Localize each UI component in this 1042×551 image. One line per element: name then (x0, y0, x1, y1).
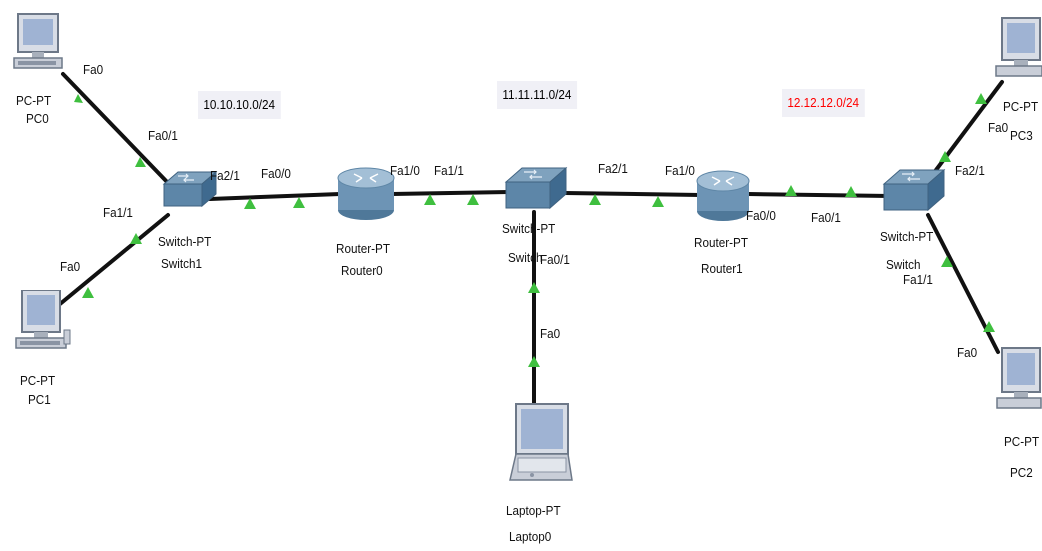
link-up-indicator (941, 256, 953, 267)
port-label: Fa0/1 (540, 252, 570, 267)
pc2-type-label: PC-PT (1004, 434, 1040, 449)
switch-mid-type-label: Switch-PT (502, 221, 556, 236)
laptop0-device[interactable] (506, 402, 576, 499)
pc1-type-label: PC-PT (20, 373, 56, 388)
link-up-indicator (845, 186, 857, 197)
port-label: Fa1/1 (903, 272, 933, 287)
pc2-device[interactable] (996, 346, 1042, 427)
switch-icon (882, 168, 946, 212)
laptop0-type-label: Laptop-PT (506, 503, 561, 518)
link-up-indicator (424, 194, 436, 205)
port-label: Fa0 (988, 120, 1009, 135)
link-indicators (74, 93, 995, 367)
port-label: Fa2/1 (955, 163, 985, 178)
port-label: Fa0 (83, 62, 104, 77)
link-switch-mid-router1[interactable] (563, 191, 702, 197)
link-up-indicator (467, 194, 479, 205)
link-up-indicator (589, 194, 601, 205)
port-label: Fa0/0 (261, 166, 291, 181)
pc0-device[interactable] (10, 10, 72, 93)
pc0-type-label: PC-PT (16, 93, 52, 108)
router0-device[interactable] (334, 160, 398, 229)
router0-type-label: Router-PT (336, 241, 390, 256)
port-label: Fa0 (60, 259, 81, 274)
network-label-2: 11.11.11.0/24 (497, 81, 577, 109)
laptop-icon (509, 403, 573, 481)
port-label: Fa0/1 (148, 128, 178, 143)
switch-right-type-label: Switch-PT (880, 229, 934, 244)
link-up-indicator (975, 93, 987, 104)
pc-icon (996, 347, 1042, 409)
pc2-name-label: PC2 (1010, 465, 1033, 480)
port-label: Fa1/1 (103, 205, 133, 220)
pc-icon (15, 289, 71, 349)
pc-icon (13, 13, 63, 69)
port-label: Fa0/1 (811, 210, 841, 225)
link-up-indicator (293, 197, 305, 208)
router-icon (696, 170, 750, 221)
pc3-name-label: PC3 (1010, 128, 1033, 143)
port-label: Fa2/1 (598, 161, 628, 176)
link-router1-switch-right[interactable] (746, 192, 892, 198)
port-label: Fa2/1 (210, 168, 240, 183)
switch-icon (162, 170, 218, 208)
router1-device[interactable] (694, 165, 752, 230)
link-up-indicator (130, 233, 142, 244)
router0-name-label: Router0 (341, 263, 383, 278)
switch1-name-label: Switch1 (161, 256, 202, 271)
link-switch1-router0[interactable] (208, 192, 342, 201)
link-up-indicator (939, 151, 951, 162)
link-up-indicator (74, 94, 83, 103)
link-up-indicator (785, 185, 797, 196)
link-up-indicator (528, 356, 540, 367)
pc3-type-label: PC-PT (1003, 99, 1039, 114)
link-pc1-switch1[interactable] (58, 213, 170, 306)
switch-icon (504, 166, 568, 210)
router1-type-label: Router-PT (694, 235, 748, 250)
link-pc0-switch1[interactable] (61, 72, 172, 187)
port-label: Fa0 (957, 345, 978, 360)
port-label: Fa0 (540, 326, 561, 341)
laptop0-name-label: Laptop0 (509, 529, 552, 544)
switch-mid-name-label: Switch (508, 250, 543, 265)
link-router0-switch-mid[interactable] (390, 190, 512, 196)
port-label: Fa1/0 (665, 163, 695, 178)
router-icon (337, 167, 395, 220)
port-label: Fa0/0 (746, 208, 776, 223)
switch1-type-label: Switch-PT (158, 234, 212, 249)
link-up-indicator (135, 157, 146, 167)
network-label-1: 10.10.10.0/24 (198, 91, 281, 119)
port-label: Fa1/0 (390, 163, 420, 178)
port-label: Fa1/1 (434, 163, 464, 178)
pc3-device[interactable] (994, 16, 1042, 93)
link-up-indicator (652, 196, 664, 207)
pc-icon (995, 17, 1042, 77)
switch-mid-device[interactable] (500, 166, 568, 223)
pc0-name-label: PC0 (26, 111, 49, 126)
pc1-name-label: PC1 (28, 392, 51, 407)
switch-right-device[interactable] (878, 168, 946, 225)
link-up-indicator (82, 287, 94, 298)
pc1-device[interactable] (12, 289, 74, 371)
router1-name-label: Router1 (701, 261, 743, 276)
network-label-3: 12.12.12.0/24 (782, 89, 865, 117)
switch1-device[interactable] (158, 170, 218, 225)
link-up-indicator (528, 282, 540, 293)
link-up-indicator (983, 321, 995, 332)
switch-right-name-label: Switch (886, 257, 921, 272)
link-up-indicator (244, 198, 256, 209)
